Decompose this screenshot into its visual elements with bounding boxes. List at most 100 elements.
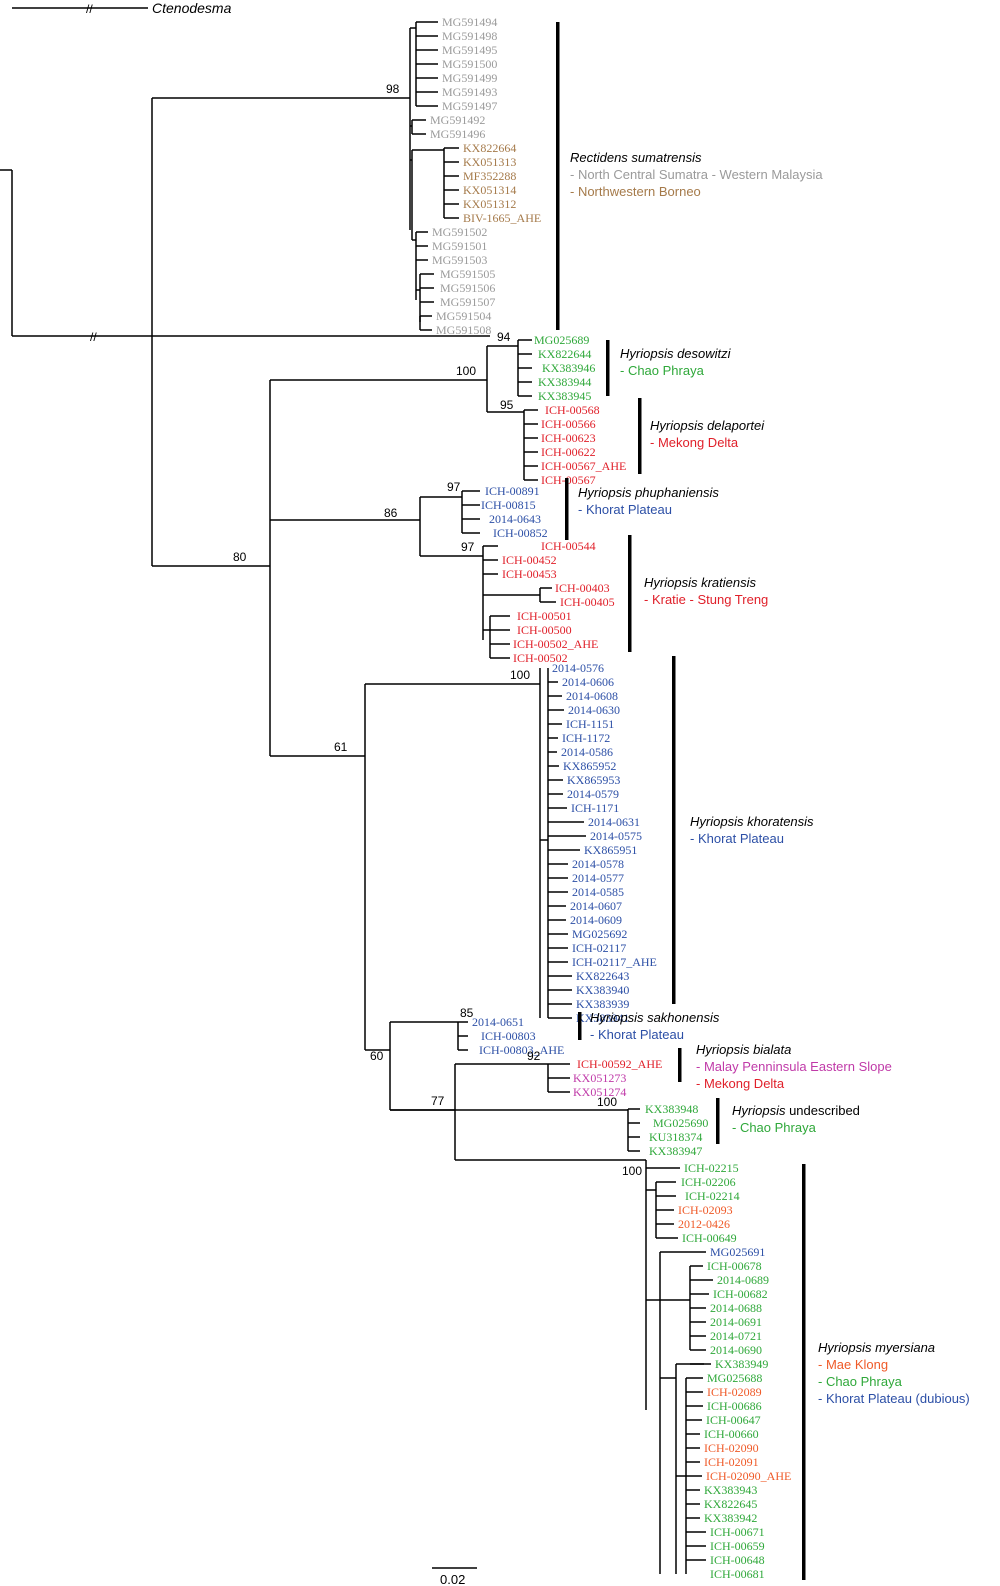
tip-label: MG591503 [432,253,487,267]
tip-label: ICH-00660 [704,1427,759,1441]
tip-label: ICH-02206 [681,1175,736,1189]
support-value: 61 [334,740,348,754]
tip-label: ICH-00502_AHE [513,637,598,651]
tip-label: ICH-00648 [710,1553,765,1567]
tip-label: KX822643 [576,969,629,983]
tip-label: ICH-00647 [706,1413,761,1427]
tip-label: KX383943 [704,1483,757,1497]
tip-label: MG591493 [442,85,497,99]
tip-label: KX822645 [704,1497,757,1511]
clade-name: Rectidens sumatrensis [570,150,702,165]
tip-label: 2014-0691 [710,1315,762,1329]
support-value: 97 [447,480,461,494]
support-value: 77 [431,1094,445,1108]
tip-label: ICH-02117 [572,941,626,955]
clade-location: - Chao Phraya [732,1120,817,1135]
tip-label: MG591499 [442,71,497,85]
tip-label: KX383941 [576,1011,629,1025]
support-value: 60 [370,1049,384,1063]
clade-annotations: Rectidens sumatrensis- North Central Sum… [556,22,970,1580]
tip-label: ICH-00568 [545,403,600,417]
outgroup-label: Ctenodesma [152,0,232,16]
support-value: 92 [527,1049,541,1063]
tip-label: 2014-0585 [572,885,624,899]
clade-bar [556,22,560,330]
tip-label: ICH-00678 [707,1259,762,1273]
tip-label: 2014-0575 [590,829,642,843]
tip-label: 2014-0606 [562,675,614,689]
clade-name: Hyriopsis desowitzi [620,346,732,361]
tip-label: 2014-0631 [588,815,640,829]
tip-label: ICH-00453 [502,567,557,581]
support-value: 100 [622,1164,642,1178]
tip-label: ICH-00403 [555,581,610,595]
tip-label: 2014-0630 [568,703,620,717]
support-value: 98 [386,82,400,96]
tip-label: KX383945 [538,389,591,403]
clade-location: - Northwestern Borneo [570,184,701,199]
support-value: 80 [233,550,247,564]
tip-label: ICH-00544 [541,539,596,553]
clade-bar [716,1098,720,1144]
clade-bar [678,1048,682,1082]
clade-location: - Mekong Delta [650,435,739,450]
clade-name: Hyriopsis undescribed [732,1103,860,1118]
clade-location: - Chao Phraya [620,363,705,378]
tip-label: 2014-0577 [572,871,624,885]
clade-name: Hyriopsis khoratensis [690,814,814,829]
tip-label: KU318374 [649,1130,702,1144]
tip-label: 2012-0426 [678,1217,730,1231]
clade-name: Hyriopsis kratiensis [644,575,756,590]
tip-label: KX051314 [463,183,516,197]
tip-label: 2014-0721 [710,1329,762,1343]
tip-label: MG591492 [430,113,485,127]
clade-location: - Kratie - Stung Treng [644,592,768,607]
tip-label: MG591504 [436,309,491,323]
tip-label: MF352288 [463,169,516,183]
tip-label: MG591501 [432,239,487,253]
clade-name: Hyriopsis delaportei [650,418,765,433]
tip-label: ICH-1171 [571,801,619,815]
tip-label: ICH-1172 [562,731,610,745]
tip-label: ICH-00815 [481,498,536,512]
tip-label: ICH-00803 [481,1029,536,1043]
tip-label: ICH-00803_AHE [479,1043,564,1057]
tip-labels: MG591494MG591498MG591495MG591500MG591499… [430,15,791,1581]
clade-name-suffix: undescribed [785,1103,859,1118]
tip-label: ICH-00649 [682,1231,737,1245]
tip-label: ICH-00452 [502,553,557,567]
tip-label: BIV-1665_AHE [463,211,541,225]
tip-label: ICH-02117_AHE [572,955,657,969]
tip-label: MG591505 [440,267,495,281]
break-mark: // [86,2,93,16]
tip-label: ICH-00891 [485,484,540,498]
tip-label: 2014-0609 [570,913,622,927]
tip-label: KX051312 [463,197,516,211]
tip-label: MG591496 [430,127,485,141]
support-value: 85 [460,1006,474,1020]
clade-bar [578,1012,582,1040]
clade-name: Hyriopsis bialata [696,1042,791,1057]
tip-label: ICH-02089 [707,1385,762,1399]
tip-label: ICH-02091 [704,1455,759,1469]
tip-label: KX865951 [584,843,637,857]
tip-label: MG591502 [432,225,487,239]
tip-label: MG025689 [534,333,589,347]
clade-name: Hyriopsis phuphaniensis [578,485,719,500]
tip-label: MG025692 [572,927,627,941]
tip-label: 2014-0651 [472,1015,524,1029]
tip-label: KX383947 [649,1144,702,1158]
tip-label: KX383942 [704,1511,757,1525]
clade-bar [565,478,569,540]
clade-location: - Malay Penninsula Eastern Slope [696,1059,892,1074]
tip-label: 2014-0688 [710,1301,762,1315]
tip-label: KX051274 [573,1085,626,1099]
tip-label: 2014-0689 [717,1273,769,1287]
tip-label: MG591500 [442,57,497,71]
tip-label: 2014-0576 [552,661,604,675]
tip-label: ICH-00623 [541,431,596,445]
tip-label: MG591494 [442,15,497,29]
tip-label: KX383940 [576,983,629,997]
tip-label: MG025691 [710,1245,765,1259]
